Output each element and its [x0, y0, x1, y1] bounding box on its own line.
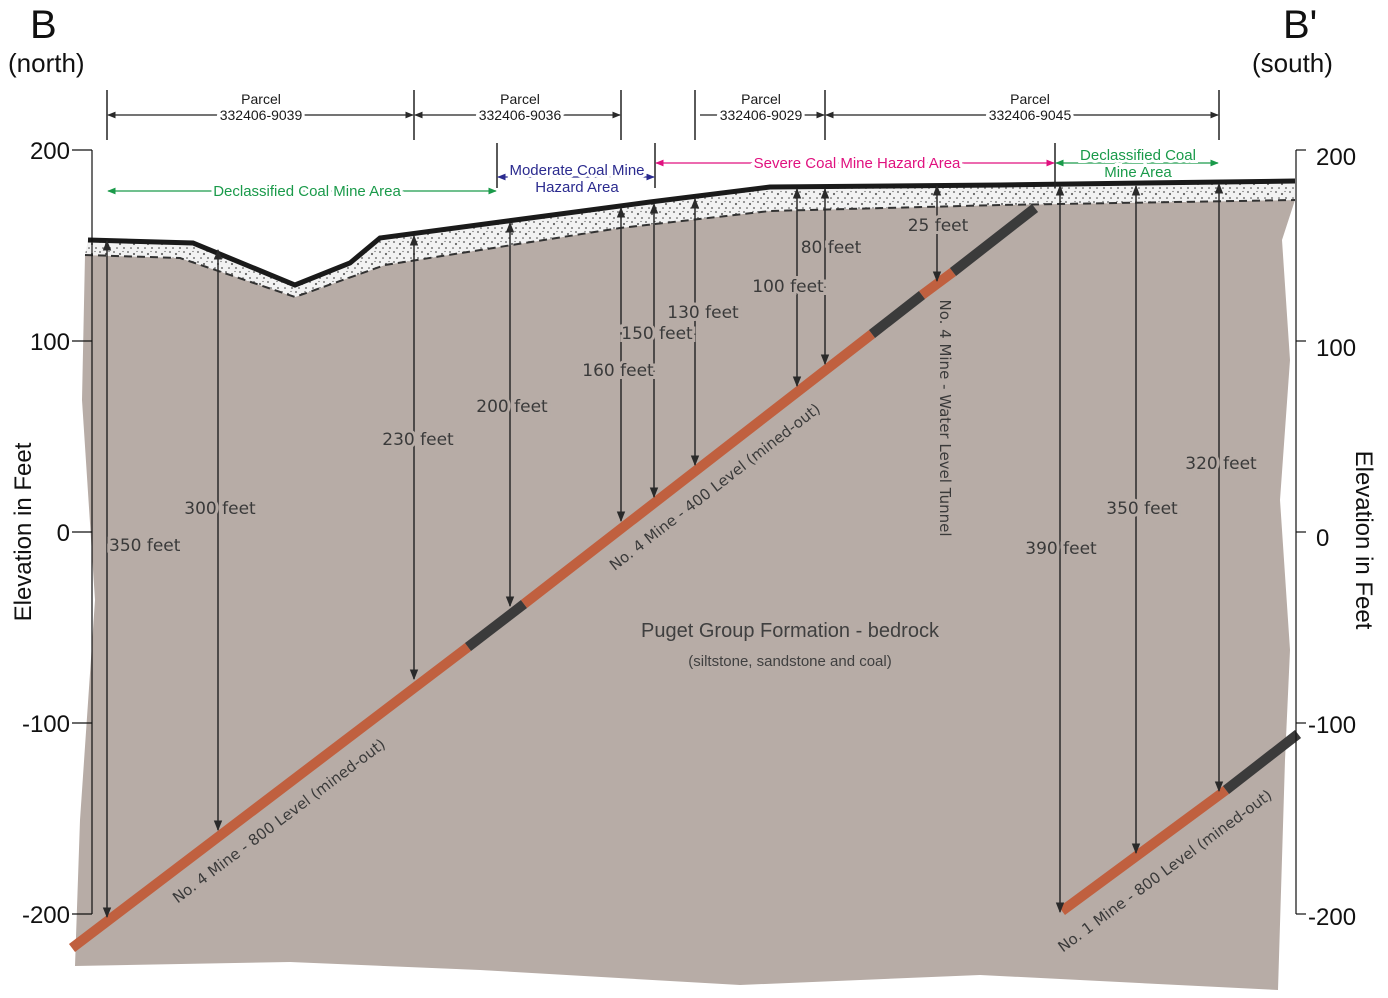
left-tick-100: 100	[30, 329, 70, 356]
left-axis	[72, 149, 93, 915]
right-tick-minus-100: -100	[1308, 712, 1356, 739]
bedrock-contact	[84, 199, 1296, 299]
bedrock	[75, 200, 1295, 990]
section-left-direction: (north)	[8, 48, 85, 78]
right-tick-minus-200: -200	[1308, 904, 1356, 931]
depth-label-130: 130 feet	[667, 303, 739, 323]
depth-labels: 350 feet 300 feet 230 feet 200 feet 160 …	[106, 213, 1260, 562]
depth-label-25: 25 feet	[908, 216, 969, 236]
parcel-9039-id: 332406-9039	[220, 107, 303, 123]
surficial-deposit	[85, 181, 1295, 297]
hazard-moderate-label-2: Hazard Area	[535, 179, 619, 196]
parcel-9045-id: 332406-9045	[989, 107, 1072, 123]
right-tick-0: 0	[1316, 525, 1329, 552]
hazard-moderate-label-1: Moderate Coal Mine	[509, 162, 644, 179]
parcel-boundaries	[106, 90, 1220, 188]
depth-arrows	[102, 182, 1224, 919]
depth-label-320: 320 feet	[1185, 454, 1257, 474]
seam-label-no4-tunnel: No. 4 Mine - Water Level Tunnel	[936, 299, 954, 536]
left-tick-0: 0	[57, 520, 70, 547]
section-right-direction: (south)	[1252, 48, 1333, 78]
right-axis-title: Elevation in Feet	[1350, 451, 1377, 630]
hazard-declassified-south-label-1: Declassified Coal	[1080, 147, 1196, 164]
left-tick-minus-100: -100	[22, 711, 70, 738]
parcel-9039-title: Parcel	[241, 91, 281, 107]
right-tick-100: 100	[1316, 335, 1356, 362]
left-tick-200: 200	[30, 138, 70, 165]
depth-label-350-south: 350 feet	[1106, 499, 1178, 519]
depth-label-100: 100 feet	[752, 277, 824, 297]
depth-label-160: 160 feet	[582, 361, 654, 381]
seam-no4-800	[68, 600, 528, 952]
section-right-end: B'	[1283, 3, 1317, 47]
seam-no1-800	[1059, 730, 1302, 916]
left-tick-minus-200: -200	[22, 902, 70, 929]
depth-label-150: 150 feet	[621, 324, 693, 344]
formation-description: (siltstone, sandstone and coal)	[688, 653, 891, 670]
depth-label-390: 390 feet	[1025, 539, 1097, 559]
hazard-declassified-north-label: Declassified Coal Mine Area	[213, 183, 401, 200]
section-left-end: B	[30, 3, 57, 47]
parcel-9036-title: Parcel	[500, 91, 540, 107]
ground-surface	[87, 178, 1296, 288]
right-axis	[1295, 149, 1306, 915]
left-axis-title: Elevation in Feet	[10, 442, 37, 621]
seam-no4-tunnel	[919, 204, 1039, 300]
hazard-declassified-south-label-2: Mine Area	[1104, 164, 1172, 181]
parcel-9029-title: Parcel	[741, 91, 781, 107]
depth-label-350-north: 350 feet	[109, 536, 181, 556]
parcel-9036-id: 332406-9036	[479, 107, 562, 123]
seam-no4-400	[520, 291, 926, 608]
depth-label-80: 80 feet	[801, 238, 862, 258]
depth-label-300: 300 feet	[184, 499, 256, 519]
right-tick-200: 200	[1316, 144, 1356, 171]
parcel-9029-id: 332406-9029	[720, 107, 803, 123]
formation-name: Puget Group Formation - bedrock	[641, 620, 940, 642]
parcel-9045-title: Parcel	[1010, 91, 1050, 107]
hazard-severe-label: Severe Coal Mine Hazard Area	[754, 155, 961, 172]
depth-label-230: 230 feet	[382, 430, 454, 450]
depth-label-200: 200 feet	[476, 397, 548, 417]
